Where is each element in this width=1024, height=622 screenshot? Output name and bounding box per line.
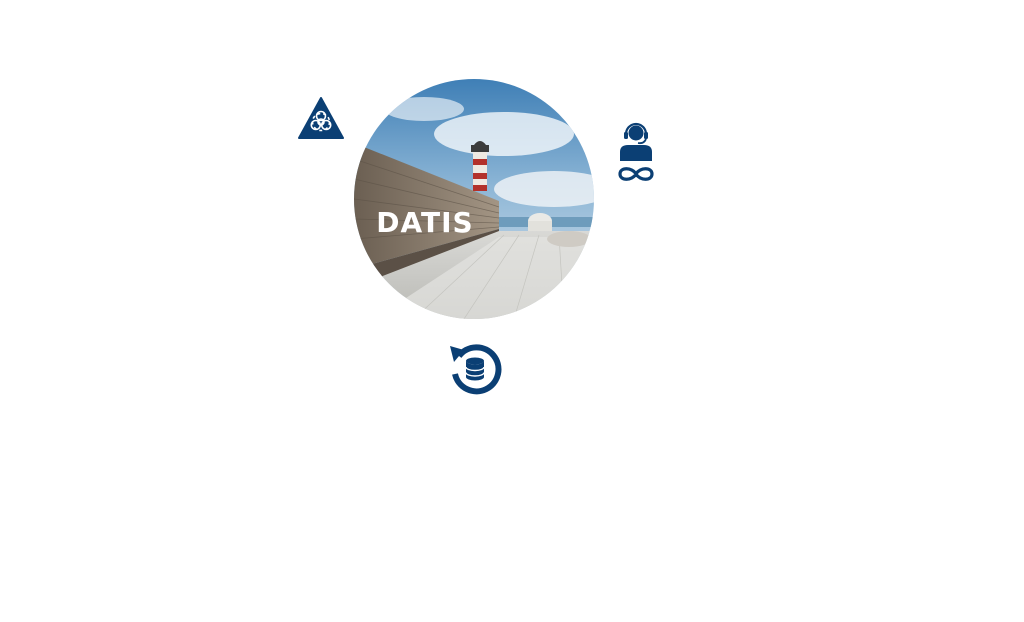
lighthouse-photo	[354, 79, 594, 319]
database-restore-icon	[450, 344, 502, 395]
brand-logo-text: DATIS	[376, 206, 474, 239]
biohazard-icon	[298, 97, 344, 139]
hero-image: DATIS	[354, 79, 594, 319]
support-agent-infinity-icon	[618, 122, 654, 181]
